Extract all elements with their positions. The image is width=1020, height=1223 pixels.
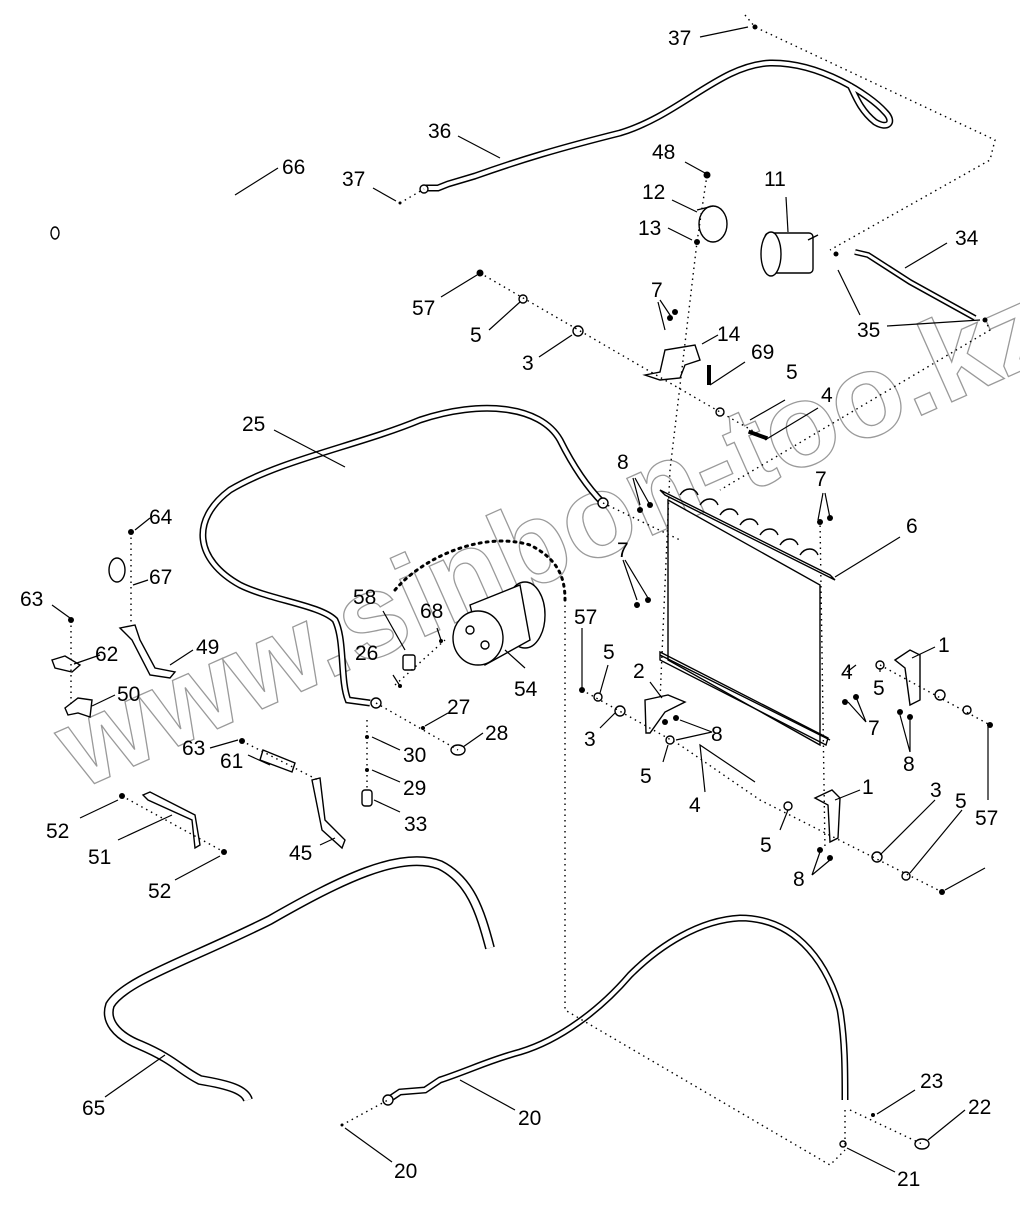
callout-8: 8 [793,868,805,891]
callout-51: 51 [88,846,111,869]
callout-63: 63 [182,737,205,760]
callout-7: 7 [868,717,880,740]
callout-labels: 37 36 66 37 48 11 12 13 34 57 5 3 7 14 6… [20,27,998,1191]
callout-36: 36 [428,120,451,143]
pipe-34 [854,249,977,321]
callout-69: 69 [751,341,774,364]
callout-68: 68 [420,600,443,623]
callout-21: 21 [897,1168,920,1191]
callout-4: 4 [841,661,853,684]
callout-28: 28 [485,722,508,745]
callout-13: 13 [638,217,661,240]
callout-5: 5 [786,361,798,384]
callout-37: 37 [342,168,365,191]
assembly-lines [70,14,996,1166]
clamp-12 [696,205,728,243]
bracket-2 [644,694,687,734]
callout-48: 48 [652,141,675,164]
callout-64: 64 [149,506,173,529]
clamp-50 [64,697,93,718]
cap-33 [361,789,373,807]
callout-58: 58 [353,586,376,609]
callout-49: 49 [196,636,219,659]
callout-66: 66 [282,156,305,179]
hardware-fasteners [68,24,993,1148]
callout-20: 20 [394,1160,417,1183]
condenser-6 [659,488,836,747]
callout-52: 52 [46,820,69,843]
valve-58 [402,654,416,671]
callout-7: 7 [815,468,827,491]
callout-12: 12 [642,181,665,204]
callout-4: 4 [689,794,701,817]
callout-67: 67 [149,566,172,589]
callout-57: 57 [975,807,998,830]
bracket-51 [141,791,201,850]
callout-7: 7 [651,279,663,302]
callout-5: 5 [603,641,615,664]
callout-5: 5 [470,324,482,347]
callout-63: 63 [20,588,43,611]
compressor-54 [452,581,546,667]
pipe-36 [419,59,894,194]
callout-54: 54 [514,678,538,701]
clamp-62 [51,655,82,673]
callout-30: 30 [403,744,426,767]
callout-29: 29 [403,777,426,800]
callout-11: 11 [764,168,786,191]
callout-14: 14 [717,323,741,346]
receiver-drier-11 [760,231,819,277]
callout-2: 2 [633,660,645,683]
plate-61 [259,749,296,773]
callout-61: 61 [220,750,243,773]
bracket-45 [311,777,346,850]
callout-37: 37 [668,27,691,50]
callout-8: 8 [617,451,629,474]
clamp-67 [108,557,126,583]
callout-8: 8 [711,723,723,746]
callout-22: 22 [968,1096,991,1119]
callout-20: 20 [518,1107,541,1130]
callout-5: 5 [760,834,772,857]
callout-3: 3 [522,352,534,375]
callout-5: 5 [955,790,967,813]
callout-65: 65 [82,1097,105,1120]
callout-45: 45 [289,842,312,865]
callout-23: 23 [920,1070,943,1093]
hose-65 [103,856,495,1103]
callout-25: 25 [242,413,265,436]
callout-1: 1 [938,634,950,657]
bracket-49 [118,624,177,679]
callout-7: 7 [617,539,629,562]
leader-lines [51,26,989,1173]
bracket-1-upper [893,649,921,707]
callout-3: 3 [584,728,596,751]
callout-4: 4 [821,384,833,407]
callout-8: 8 [903,753,915,776]
callout-3: 3 [930,779,942,802]
callout-52: 52 [148,880,171,903]
bracket-1-lower [813,789,841,844]
callout-5: 5 [873,677,885,700]
callout-35: 35 [857,319,880,342]
callout-1: 1 [862,776,874,799]
bracket-14 [642,344,701,381]
hose-66 [50,184,288,309]
callout-27: 27 [447,696,470,719]
callout-33: 33 [404,813,427,836]
callout-5: 5 [640,765,652,788]
callout-34: 34 [955,227,979,250]
callout-62: 62 [95,643,118,666]
callout-26: 26 [355,642,378,665]
callout-57: 57 [412,297,435,320]
cap-22 [914,1138,930,1150]
callout-6: 6 [906,515,918,538]
callout-57: 57 [574,606,597,629]
hose-20 [382,914,849,1106]
callout-50: 50 [117,683,140,706]
